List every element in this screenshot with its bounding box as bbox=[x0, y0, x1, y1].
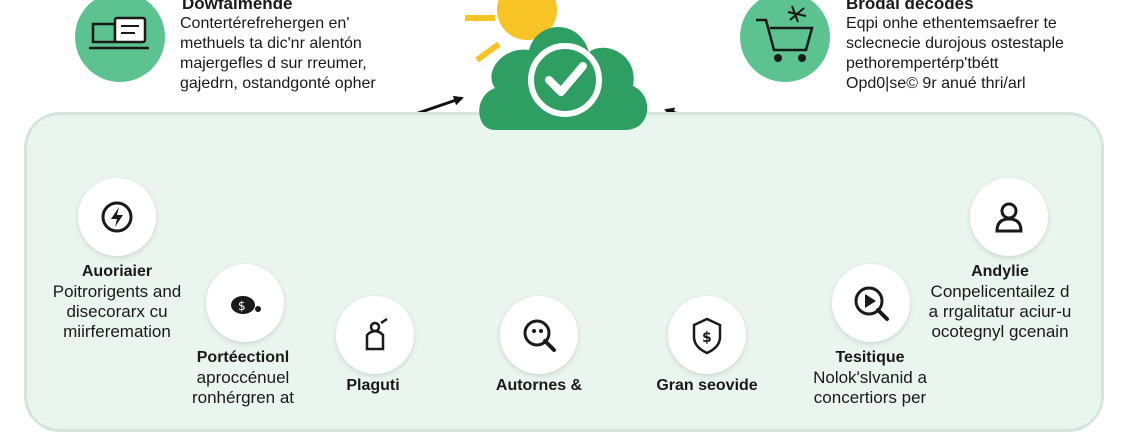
cleaning-icon bbox=[365, 317, 388, 351]
node-label: Auoriaier Poitrorigents and disecorarx c… bbox=[53, 262, 182, 342]
desc-line: methuels ta dic'nr alentón bbox=[180, 35, 362, 52]
node-title: Portéectionl bbox=[196, 349, 290, 366]
node-label: Tesitique Nolok'slvanid a concertiors pe… bbox=[813, 348, 927, 408]
node-desc: aproccénuel bbox=[196, 368, 290, 387]
cloud-check-icon bbox=[465, 0, 648, 130]
money-bag-icon: $ bbox=[231, 296, 261, 314]
node-label: Plaguti bbox=[346, 376, 399, 396]
node-desc: Conpelicentailez d bbox=[930, 282, 1070, 301]
desc-line: Opd0|se© 9r anué thri/arl bbox=[846, 75, 1026, 92]
node-title: Andylie bbox=[971, 263, 1029, 280]
node-analytics[interactable] bbox=[970, 178, 1048, 256]
node-desc: miirferemation bbox=[63, 322, 171, 341]
shopping-cart-icon bbox=[740, 0, 830, 82]
node-label: Autornes & bbox=[496, 376, 582, 396]
storage-icon bbox=[75, 0, 165, 82]
node-grand-service[interactable]: $ bbox=[668, 296, 746, 374]
desc-line: pethorempertérp'tbétt bbox=[846, 55, 999, 72]
node-desc: Nolok'slvanid a bbox=[813, 368, 927, 387]
node-authorization[interactable] bbox=[78, 178, 156, 256]
svg-text:$: $ bbox=[702, 330, 712, 346]
desc-line: Eqpi onhe ethentemsaefrer te bbox=[846, 15, 1057, 32]
node-desc: disecorarx cu bbox=[66, 302, 168, 321]
dollar-shield-icon: $ bbox=[692, 317, 722, 355]
node-title: Autornes & bbox=[495, 377, 583, 394]
node-title: Auoriaier bbox=[81, 263, 153, 280]
top-right-title: Brodal decodes bbox=[846, 0, 974, 13]
desc-line: gajedrn, ostandgonté opher bbox=[180, 75, 376, 92]
sun-icon bbox=[465, 0, 557, 63]
search-gear-icon bbox=[523, 319, 556, 352]
node-title: Plaguti bbox=[346, 377, 400, 394]
node-cleaning[interactable] bbox=[336, 296, 414, 374]
desc-line: Contertérefrehergen en' bbox=[180, 15, 350, 32]
top-right-description: Eqpi onhe ethentemsaefrer te sclecnecie … bbox=[846, 14, 1064, 94]
user-icon bbox=[995, 202, 1023, 233]
top-left-title: Dowfaimende bbox=[182, 0, 293, 13]
magnifier-play-icon bbox=[854, 286, 889, 321]
node-desc: ronhérgren at bbox=[191, 388, 295, 407]
node-label: Gran seovide bbox=[656, 376, 757, 396]
node-desc: concertiors per bbox=[813, 388, 927, 407]
top-left-description: Contertérefrehergen en' methuels ta dic'… bbox=[180, 14, 376, 94]
node-protection[interactable]: $ bbox=[206, 264, 284, 342]
lightning-shield-icon bbox=[101, 201, 133, 233]
node-title: Gran seovide bbox=[656, 377, 758, 394]
node-title: Tesitique bbox=[835, 349, 905, 366]
node-label: Portéectionl aproccénuel ronhérgren at bbox=[192, 348, 294, 408]
node-desc: a rrgalitatur aciur-u bbox=[928, 302, 1072, 321]
node-label: Andylie Conpelicentailez d a rrgalitatur… bbox=[929, 262, 1072, 342]
node-desc: ocotegnyl gcenain bbox=[931, 322, 1069, 341]
node-automation[interactable] bbox=[500, 296, 578, 374]
desc-line: majergefles d sur rreumer, bbox=[180, 55, 367, 72]
desc-line: sclecnecie durojous ostestaple bbox=[846, 35, 1064, 52]
node-technique[interactable] bbox=[832, 264, 910, 342]
node-desc: Poitrorigents and bbox=[52, 282, 182, 301]
svg-text:$: $ bbox=[238, 299, 246, 313]
